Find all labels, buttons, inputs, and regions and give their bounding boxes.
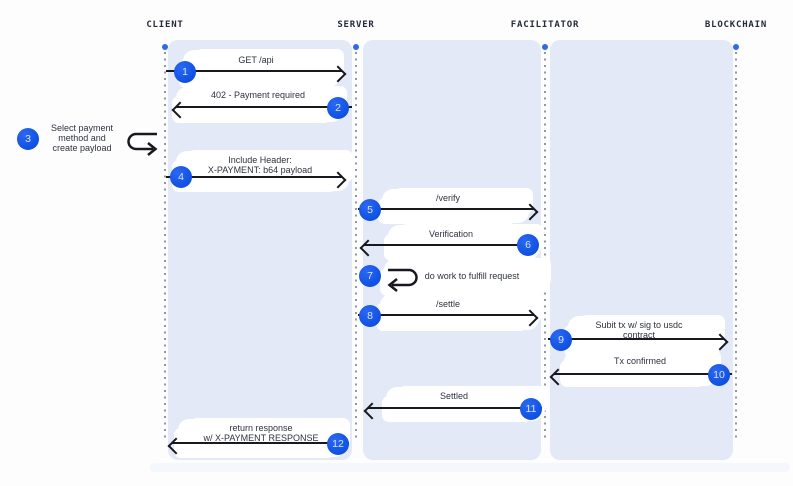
message-label: return response w/ X-PAYMENT RESPONSE	[203, 423, 319, 443]
message-label: do work to fulfill request	[424, 271, 520, 281]
self-loop-icon	[127, 132, 158, 156]
arrow-right-icon	[166, 70, 342, 72]
message-label: Tx confirmed	[613, 356, 666, 366]
message-label: GET /api	[238, 55, 274, 65]
arrow-left-icon	[364, 244, 536, 246]
arrow-left-icon	[176, 106, 352, 108]
blockchain-endpoint-dot	[733, 44, 739, 50]
message-label: /verify	[435, 193, 460, 203]
lane-facilitator-blockchain	[550, 40, 733, 460]
lifeline-facilitator	[544, 52, 546, 440]
lifeline-server	[355, 52, 357, 440]
message-number-badge: 7	[359, 265, 381, 287]
message-bubble	[386, 387, 544, 421]
message-bubble	[176, 151, 349, 191]
message-number-badge: 6	[517, 234, 539, 256]
message-label: /settle	[435, 299, 460, 309]
message-number-badge: 12	[327, 433, 349, 455]
message-label: Subit tx w/ sig to usdc contract	[595, 320, 683, 340]
message-number-badge: 3	[17, 128, 39, 150]
actor-label-blockchain: BLOCKCHAIN	[704, 20, 768, 30]
message-label: Include Header: X-PAYMENT: b64 payload	[207, 155, 313, 175]
message-bubble	[178, 419, 346, 457]
message-label: Settled	[439, 391, 469, 401]
arrow-left-icon	[554, 373, 732, 375]
message-bubble	[568, 316, 721, 356]
message-bubble	[382, 189, 529, 223]
message-number-badge: 5	[359, 199, 381, 221]
arrow-right-icon	[166, 176, 342, 178]
server-endpoint-dot	[353, 44, 359, 50]
actor-label-client: CLIENT	[146, 20, 184, 30]
arrow-right-icon	[548, 338, 724, 340]
self-loop-icon	[387, 268, 418, 292]
message-number-badge: 11	[520, 398, 542, 420]
message-bubble	[183, 50, 340, 87]
message-bubble	[380, 294, 539, 330]
facilitator-endpoint-dot	[542, 44, 548, 50]
arrow-right-icon	[358, 314, 534, 316]
message-label: Verification	[428, 229, 474, 239]
message-number-badge: 9	[550, 329, 572, 351]
arrow-left-icon	[172, 442, 349, 444]
arrow-left-icon	[368, 407, 542, 409]
message-bubble	[388, 225, 539, 260]
lifeline-client	[164, 52, 166, 440]
message-number-badge: 2	[327, 97, 349, 119]
lifeline-blockchain	[735, 52, 737, 440]
message-bubble	[176, 87, 343, 122]
message-number-badge: 8	[359, 305, 381, 327]
message-bubble	[564, 351, 717, 386]
client-endpoint-dot	[162, 44, 168, 50]
message-number-badge: 4	[170, 166, 192, 188]
message-number-badge: 10	[708, 364, 730, 386]
arrow-right-icon	[358, 208, 534, 210]
actor-label-facilitator: FACILITATOR	[510, 20, 580, 30]
actor-label-server: SERVER	[337, 20, 375, 30]
message-number-badge: 1	[174, 61, 196, 83]
message-label: Select payment method and create payload	[50, 123, 114, 153]
message-bubble	[384, 259, 547, 295]
lane-bottom-glow	[150, 463, 790, 472]
message-label: 402 - Payment required	[210, 90, 306, 100]
